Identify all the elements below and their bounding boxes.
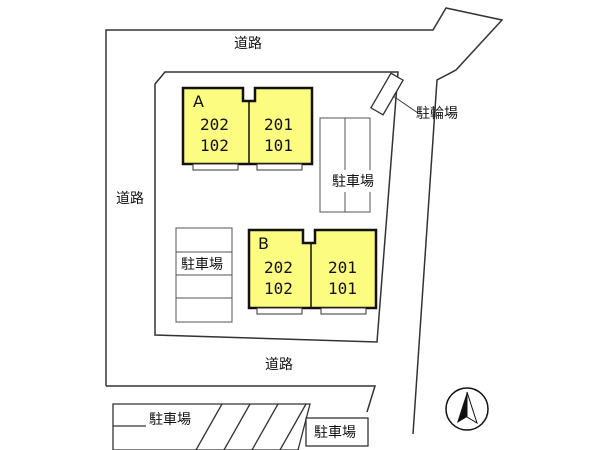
unit-a-102: 102: [200, 136, 229, 155]
building-a-label: A: [193, 92, 204, 111]
road-outer-boundary: [105, 7, 504, 435]
unit-a-101: 101: [264, 136, 293, 155]
unit-a-202: 202: [200, 115, 229, 134]
building-a: A 202 102 201 101: [181, 86, 314, 171]
building-b-label: B: [258, 234, 269, 253]
lot-boundary: [154, 71, 399, 343]
road-label-bottom: 道路: [265, 357, 293, 373]
parking-bottom-left: 駐車場: [112, 403, 311, 450]
parking-right-of-a: 駐車場: [319, 117, 382, 213]
parking-bottom-right-label: 駐車場: [314, 424, 356, 441]
parking-bottom-left-label: 駐車場: [149, 411, 191, 428]
bicycle-parking-label: 駐輪場: [416, 105, 458, 122]
building-b: B 202 102 201 101: [247, 228, 378, 315]
parking-left-of-b: 駐車場: [175, 227, 233, 323]
unit-b-101: 101: [328, 279, 357, 298]
unit-b-201: 201: [328, 258, 357, 277]
north-arrow-icon: [445, 387, 489, 431]
parking-bottom-right: 駐車場: [305, 417, 369, 447]
road-bottom-edge: [106, 385, 377, 413]
unit-b-202: 202: [264, 258, 293, 277]
bicycle-parking: 駐輪場: [370, 72, 458, 122]
unit-a-201: 201: [264, 115, 293, 134]
unit-b-102: 102: [264, 279, 293, 298]
road-label-left: 道路: [116, 191, 144, 207]
parking-right-of-a-label: 駐車場: [332, 173, 374, 190]
road-label-top: 道路: [234, 36, 262, 52]
parking-left-of-b-label: 駐車場: [181, 256, 223, 273]
